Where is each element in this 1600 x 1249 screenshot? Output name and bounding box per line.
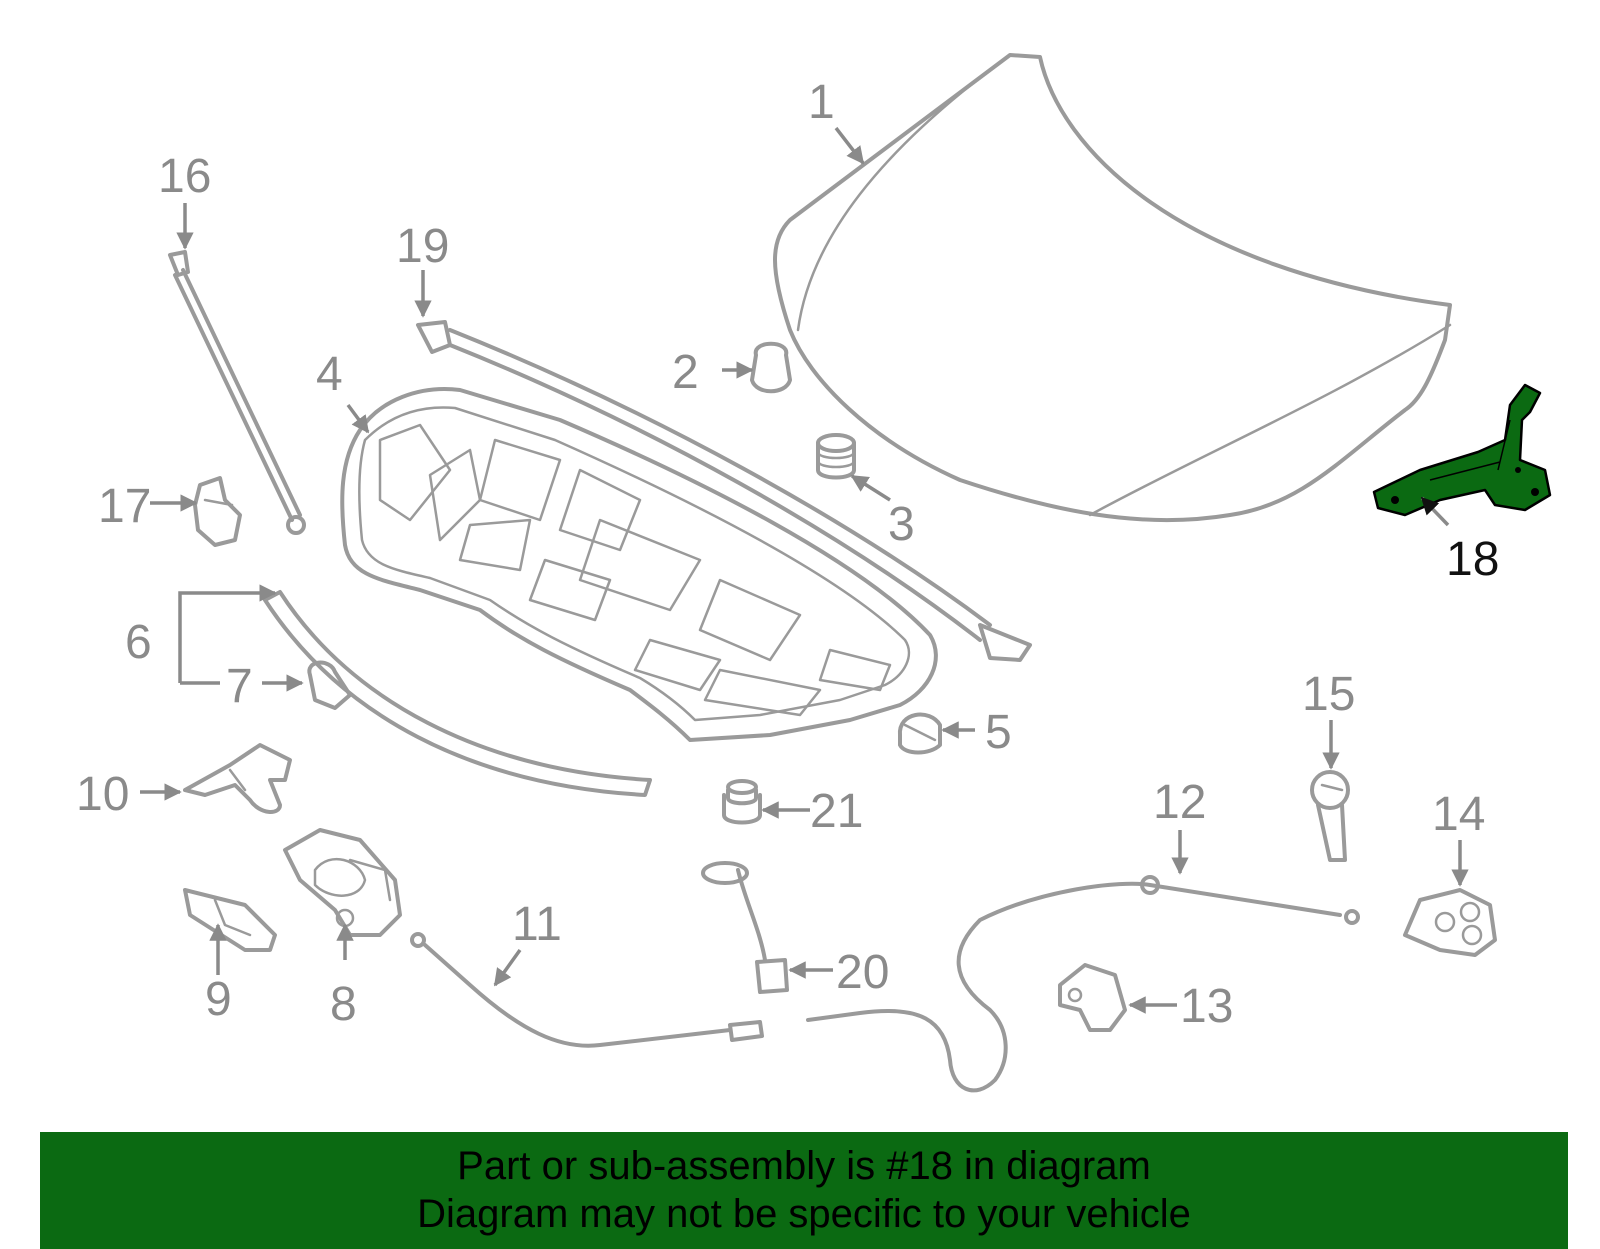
part-info-banner: Part or sub-assembly is #18 in diagram D… [40,1132,1568,1249]
part-18-hood-hinge[interactable] [1372,383,1552,517]
part-6-hood-seal[interactable] [263,590,652,797]
callout-4: 4 [316,348,343,401]
callout-12: 12 [1153,776,1206,829]
part-3-cushion[interactable] [816,433,856,480]
callout-13: 13 [1180,980,1233,1033]
part-16-support-rod[interactable] [168,250,306,535]
part-14-release-handle[interactable] [1403,888,1497,957]
callout-18: 18 [1446,533,1499,586]
callout-20: 20 [836,946,889,999]
part-7-seal-clip[interactable] [307,660,352,710]
banner-line-disclaimer: Diagram may not be specific to your vehi… [417,1192,1191,1236]
part-21-bumper[interactable] [722,779,762,825]
callout-6: 6 [125,616,152,669]
part-2-hood-bumper[interactable] [750,341,792,394]
callout-2: 2 [672,346,699,399]
part-15-release-lever[interactable] [1310,770,1350,862]
callout-1: 1 [808,76,835,129]
callout-16: 16 [158,150,211,203]
part-20-sensor[interactable] [701,861,789,994]
part-8-hood-latch[interactable] [283,828,402,937]
part-13-cable-bracket[interactable] [1058,963,1127,1032]
callout-19: 19 [396,220,449,273]
banner-line-part: Part or sub-assembly is #18 in diagram [457,1144,1151,1188]
part-9-switch[interactable] [183,888,277,952]
callout-11: 11 [512,898,562,951]
callout-21: 21 [810,785,863,838]
part-17-rod-holder[interactable] [193,476,242,547]
leader-lines [140,126,1469,1014]
callout-8: 8 [330,978,357,1031]
part-11-release-cable[interactable] [410,932,764,1048]
part-19-front-seal[interactable] [416,320,1032,662]
callout-14: 14 [1432,788,1485,841]
part-10-safety-catch[interactable] [183,743,292,814]
callout-3: 3 [888,498,915,551]
callout-9: 9 [205,973,232,1026]
callout-7: 7 [226,660,253,713]
part-5-clip[interactable] [897,712,942,755]
part-12-release-cable[interactable] [806,875,1360,1093]
callout-10: 10 [76,768,129,821]
part-4-hood-insulator[interactable] [340,387,938,742]
part-1-hood[interactable] [773,53,1452,523]
parts-diagram: 1 2 3 4 5 6 7 8 9 10 11 12 13 14 15 16 1… [76,53,1552,1093]
callout-17: 17 [98,480,151,533]
callout-15: 15 [1302,668,1355,721]
callout-5: 5 [985,706,1012,759]
